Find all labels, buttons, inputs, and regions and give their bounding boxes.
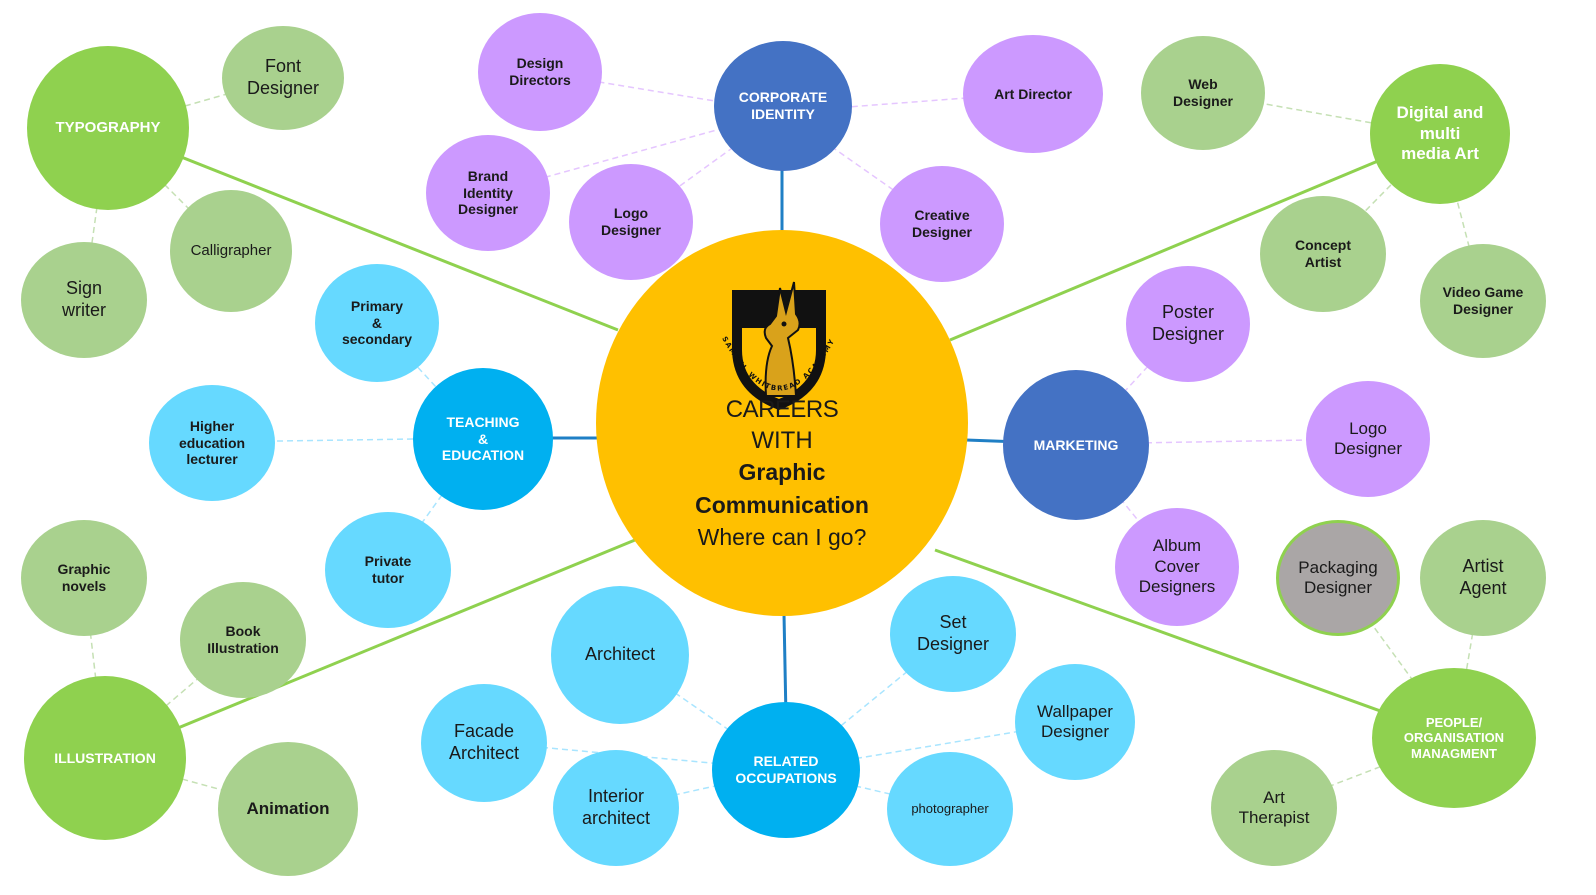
leaf-higher-education-lecturer: Higher education lecturer [149,385,275,501]
hub-corporate-identity: CORPORATE IDENTITY [714,41,852,171]
leaf-architect: Architect [551,586,689,724]
leaf-facade-architect: Facade Architect [421,684,547,802]
leaf-animation: Animation [218,742,358,876]
leaf-primary-secondary: Primary & secondary [315,264,439,382]
leaf-art-therapist: Art Therapist [1211,750,1337,866]
leaf-creative-designer: Creative Designer [880,166,1004,282]
center-title-line4: Communication [695,492,869,518]
leaf-set-designer: Set Designer [890,576,1016,692]
leaf-wallpaper-designer: Wallpaper Designer [1015,664,1135,780]
spoke-illustration [104,538,636,760]
leaf-web-designer: Web Designer [1141,36,1265,150]
leaf-video-game-designer: Video Game Designer [1420,244,1546,358]
leaf-art-director: Art Director [963,35,1103,153]
leaf-sign-writer: Sign writer [21,242,147,358]
spoke-people [934,548,1456,740]
leaf-logo-designer-corporate: Logo Designer [569,164,693,280]
center-title-line3: Graphic [738,459,826,485]
leaf-artist-agent: Artist Agent [1420,520,1546,636]
leaf-private-tutor: Private tutor [325,512,451,628]
hub-teaching-education: TEACHING & EDUCATION [413,368,553,510]
leaf-font-designer: Font Designer [222,26,344,130]
academy-crest-icon: SAMUEL WHITBREAD ACADEMY [720,281,835,410]
hub-digital-media-art: Digital and multi media Art [1370,64,1510,204]
spoke-typography [107,126,619,332]
leaf-graphic-novels: Graphic novels [21,520,147,636]
leaf-interior-architect: Interior architect [553,750,679,866]
center-circle: SAMUEL WHITBREAD ACADEMY CAREERS WITH Gr… [596,230,968,616]
leaf-calligrapher: Calligrapher [170,190,292,312]
leaf-design-directors: Design Directors [478,13,602,131]
hub-illustration: ILLUSTRATION [24,676,186,840]
hub-people-organisation: PEOPLE/ ORGANISATION MANAGMENT [1372,668,1536,808]
hub-typography: TYPOGRAPHY [27,46,189,210]
leaf-logo-designer-marketing: Logo Designer [1306,381,1430,497]
spoke-digital [949,133,1441,342]
leaf-poster-designer: Poster Designer [1126,266,1250,382]
leaf-concept-artist: Concept Artist [1260,196,1386,312]
leaf-photographer: photographer [887,752,1013,866]
center-title-line1: CAREERS [725,396,839,423]
center-subtitle: Where can I go? [697,524,867,550]
leaf-album-cover-designers: Album Cover Designers [1115,508,1239,626]
center-title-line2: WITH [751,427,813,454]
leaf-brand-identity-designer: Brand Identity Designer [426,135,550,251]
hub-marketing: MARKETING [1003,370,1149,520]
leaf-book-illustration: Book Illustration [180,582,306,698]
hub-related-occupations: RELATED OCCUPATIONS [712,702,860,838]
leaf-packaging-designer: Packaging Designer [1276,520,1400,636]
